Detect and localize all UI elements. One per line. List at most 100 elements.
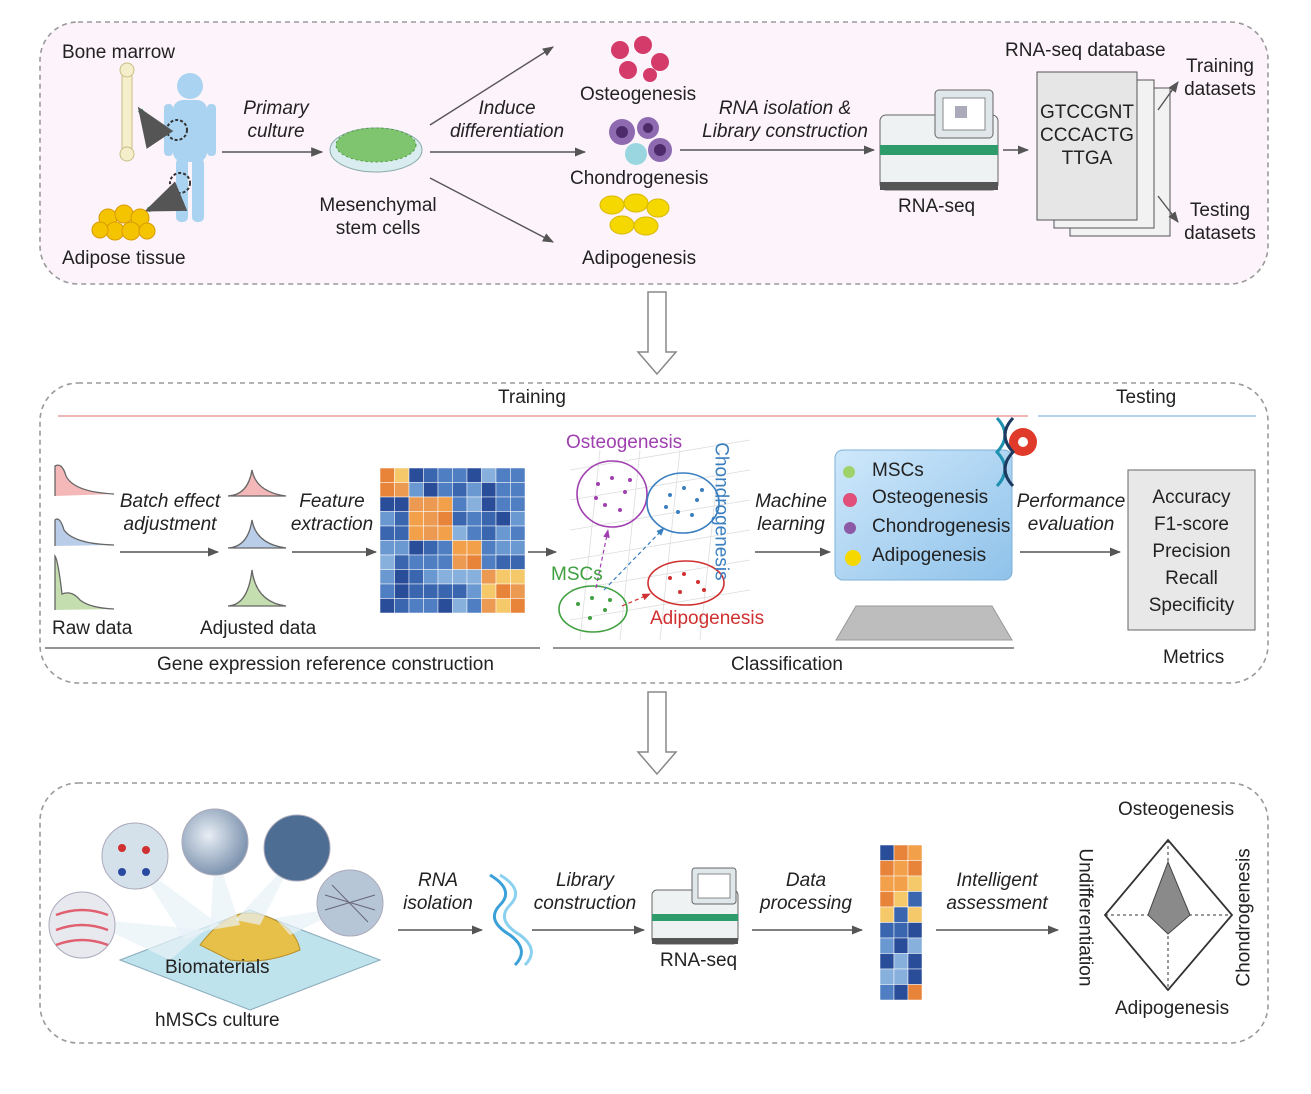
feature-extraction-line1: Feature <box>299 491 365 512</box>
heatmap-cell <box>437 496 453 512</box>
radar-plot <box>1103 838 1234 992</box>
material-sphere-2 <box>101 822 169 890</box>
rna-isolation-label: RNA isolation &Library construction <box>695 98 875 144</box>
heatmap-column-cell <box>907 937 923 954</box>
heatmap-cell <box>466 569 482 585</box>
heatmap-cell <box>437 540 453 556</box>
metric-accuracy: Accuracy <box>1152 487 1231 508</box>
material-sphere-4 <box>263 814 331 882</box>
radar-undifferentiation-label: Undifferentiation <box>1074 848 1096 987</box>
heatmap-cell <box>423 569 439 585</box>
testing-header: Testing <box>1116 387 1177 408</box>
radar-osteogenesis-label: Osteogenesis <box>1118 799 1235 820</box>
rna-seq-database-title: RNA-seq database <box>1005 40 1166 61</box>
induce-line1: Induce <box>478 98 536 119</box>
heatmap-cell <box>452 598 468 614</box>
heatmap-cell <box>481 482 497 498</box>
heatmap-cell <box>510 554 526 570</box>
heatmap-column-cell <box>893 953 909 970</box>
osteo-cluster <box>576 460 648 528</box>
heatmap-column-cell <box>907 968 923 985</box>
primary-culture-line2: culture <box>247 120 305 142</box>
down-arrow-1 <box>636 291 678 376</box>
metric-f1-score: F1-score <box>1154 514 1229 535</box>
heatmap-column-cell <box>879 906 895 923</box>
monitor-item-chondrogenesis: Chondrogenesis <box>872 516 1011 537</box>
raw-density-curves <box>54 464 115 610</box>
sequencer-icon <box>879 89 999 191</box>
arrow-to-adipo <box>429 177 554 243</box>
heatmap-cell <box>437 569 453 585</box>
heatmap-cell <box>495 583 511 599</box>
induce-line2: differentiation <box>449 120 565 142</box>
heatmap-cell <box>379 569 395 585</box>
heatmap-cell <box>379 598 395 614</box>
heatmap-cell <box>510 467 526 483</box>
heatmap-cell <box>466 583 482 599</box>
heatmap-cell <box>495 525 511 541</box>
heatmap-cell <box>408 467 424 483</box>
training-datasets-line2: datasets <box>1184 78 1256 100</box>
heatmap-cell <box>437 511 453 527</box>
biomaterials-illustration <box>48 808 384 1011</box>
bone-icon <box>119 62 135 162</box>
data-processing-line2: processing <box>760 892 852 914</box>
batch-effect-line2: adjustment <box>123 513 217 535</box>
rna-isolation-3-line1: RNA <box>417 870 459 891</box>
osteogenesis-label-1: Osteogenesis <box>580 84 697 105</box>
heatmap-cell <box>394 525 410 541</box>
adipose-tissue-label: Adipose tissue <box>62 248 186 269</box>
performance-line2: evaluation <box>1027 513 1115 535</box>
heatmap-cell <box>408 540 424 556</box>
adipogenesis-label-1: Adipogenesis <box>582 248 697 269</box>
heatmap-column-cell <box>907 906 923 923</box>
heatmap-cell <box>379 540 395 556</box>
heatmap-cell <box>466 540 482 556</box>
heatmap-cell <box>466 467 482 483</box>
heatmap-cell <box>452 482 468 498</box>
heatmap-cell <box>452 511 468 527</box>
cluster-osteogenesis-label: Osteogenesis <box>566 432 683 453</box>
heatmap-cell <box>437 554 453 570</box>
biomaterials-label: Biomaterials <box>165 957 270 978</box>
heatmap-cell <box>423 583 439 599</box>
rna-isolation-line2: Library construction <box>702 120 868 142</box>
adjusted-data-label: Adjusted data <box>200 618 317 639</box>
heatmap-cell <box>481 598 497 614</box>
adipo-cluster <box>647 560 725 606</box>
heatmap-cell <box>437 525 453 541</box>
heatmap-column-cell <box>893 891 909 908</box>
heatmap-cell <box>379 511 395 527</box>
rna-seq-label-3: RNA-seq <box>660 950 738 971</box>
heatmap-column-cell <box>893 875 909 892</box>
heatmap-cell <box>408 554 424 570</box>
heatmap-cell <box>379 482 395 498</box>
monitor-item-osteogenesis: Osteogenesis <box>872 487 989 508</box>
heatmap-cell <box>481 467 497 483</box>
heatmap-cell <box>481 540 497 556</box>
heatmap-cell <box>394 583 410 599</box>
heatmap-cell <box>510 583 526 599</box>
heatmap-cell <box>466 511 482 527</box>
heatmap-column-cell <box>907 984 923 1001</box>
primary-culture-line1: Primary <box>243 98 309 119</box>
osteocyte-icon <box>611 36 669 82</box>
heatmap-cell <box>379 583 395 599</box>
heatmap-cell <box>481 583 497 599</box>
sequence-line2: CCCACTG <box>1040 124 1134 146</box>
intelligent-line2: assessment <box>946 892 1048 914</box>
heatmap-cell <box>408 496 424 512</box>
heatmap-cell <box>466 525 482 541</box>
heatmap-cell <box>466 496 482 512</box>
metric-specificity: Specificity <box>1148 595 1235 616</box>
heatmap-column-cell <box>907 922 923 939</box>
heatmap-cell <box>394 467 410 483</box>
heatmap-cell <box>495 511 511 527</box>
heatmap-cell <box>408 511 424 527</box>
